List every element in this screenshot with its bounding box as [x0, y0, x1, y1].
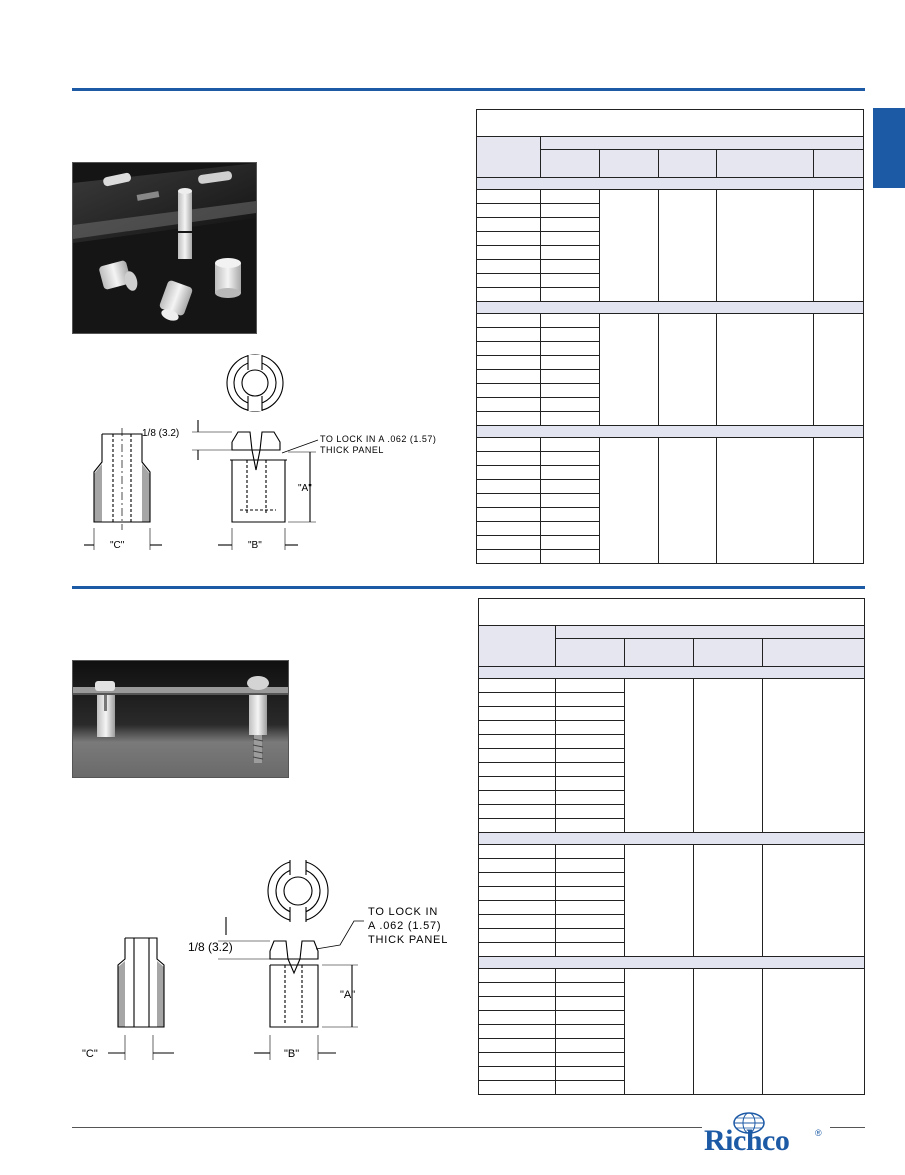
richco-logo: Richco ®: [704, 1112, 826, 1162]
dim-b-label: "B": [248, 540, 262, 551]
header-dimensions: [539, 136, 865, 150]
dim-a-label: "A": [298, 483, 312, 494]
trademark-symbol: ®: [815, 1128, 822, 1138]
group-band: [475, 301, 865, 314]
footer-rule-right: [830, 1127, 865, 1128]
dim-notch-label: 1/8 (3.2): [142, 428, 179, 439]
panel-note-line2: A .062 (1.57): [368, 920, 441, 932]
panel-note-line3: THICK PANEL: [368, 934, 448, 946]
product-photo-2: [72, 660, 289, 778]
table-caption: [475, 109, 865, 137]
dim-notch-label: 1/8 (3.2): [188, 940, 233, 954]
header-dimensions: [554, 625, 866, 639]
section-rule-middle: [72, 586, 865, 589]
group-band: [475, 177, 865, 190]
dim-b-label: "B": [284, 1048, 299, 1060]
panel-note-line2: THICK PANEL: [320, 445, 384, 455]
panel-note-line1: TO LOCK IN A .062 (1.57): [320, 434, 436, 444]
section-rule-top: [72, 88, 865, 91]
header-part-number: [476, 136, 541, 178]
dim-c-label: "C": [110, 540, 125, 551]
header-part-number: [478, 625, 556, 667]
group-band: [477, 832, 866, 845]
dim-a-label: "A": [340, 989, 355, 1001]
globe-icon: [733, 1112, 765, 1134]
chapter-tab: [873, 108, 905, 188]
group-band: [475, 425, 865, 438]
panel-note-line1: TO LOCK IN: [368, 906, 438, 918]
dim-c-label: "C": [82, 1048, 98, 1060]
group-band: [477, 956, 866, 969]
group-band: [477, 666, 866, 679]
technical-drawing-1: 1/8 (3.2) TO LOCK IN A .062 (1.57) THICK…: [80, 350, 470, 560]
technical-drawing-2: 1/8 (3.2) TO LOCK IN A .062 (1.57) THICK…: [78, 855, 473, 1075]
footer-rule: [72, 1127, 702, 1128]
table-caption: [477, 598, 866, 626]
product-photo-1: [72, 162, 257, 334]
spec-table-2: [477, 598, 866, 1095]
spec-table-1: [475, 109, 865, 564]
brand-name: Richco: [704, 1124, 790, 1157]
